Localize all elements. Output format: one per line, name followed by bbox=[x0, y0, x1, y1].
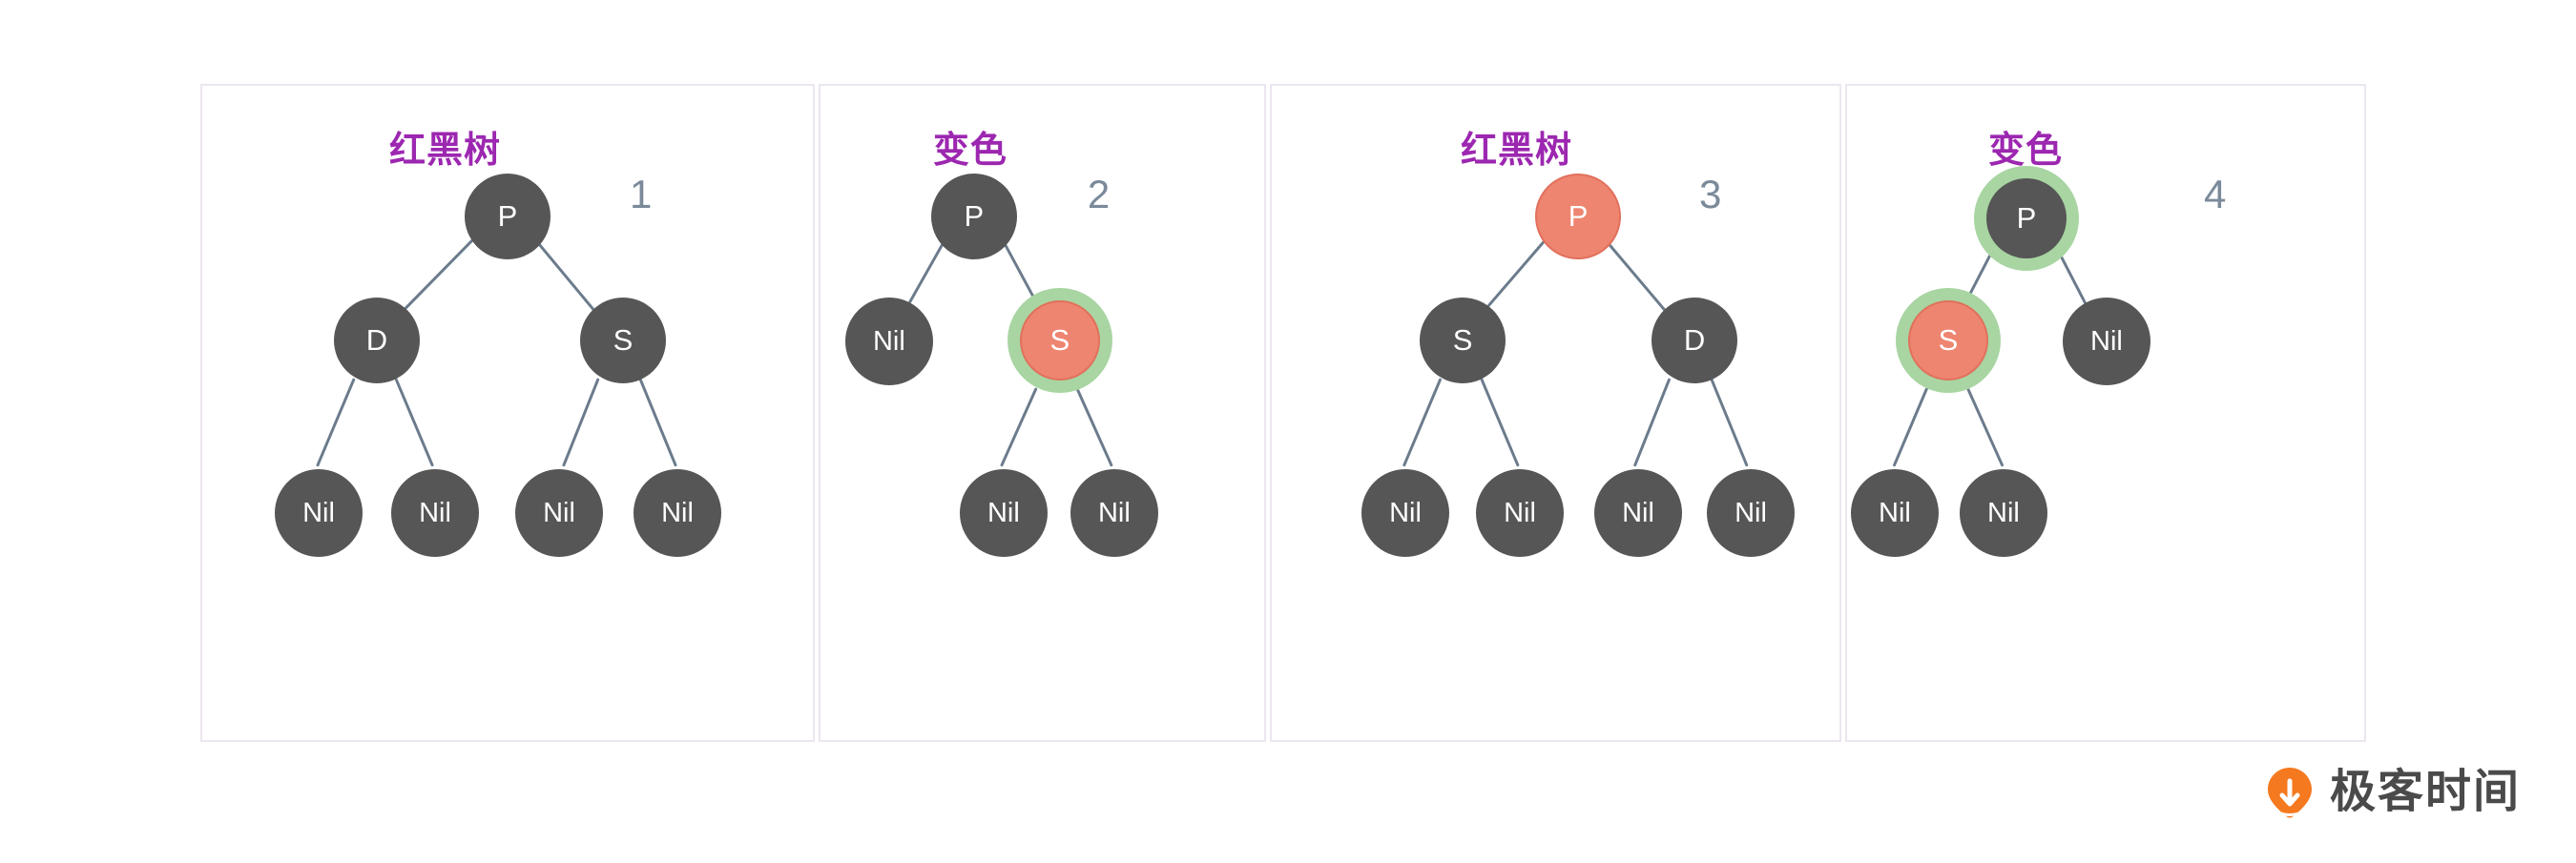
node-d: D bbox=[334, 298, 420, 383]
panel-3-tree: P S D Nil Nil Nil Nil bbox=[1272, 86, 1839, 740]
panel-4-number: 4 bbox=[2203, 172, 2227, 216]
node-p: P bbox=[1535, 174, 1622, 259]
node-s: S bbox=[1420, 298, 1506, 383]
node-p: P bbox=[930, 174, 1017, 259]
panel-2: 变色 2 P Nil S Nil Nil bbox=[818, 84, 1267, 742]
brand-logo: 极客时间 bbox=[2263, 763, 2521, 822]
panel-4-edges bbox=[1893, 234, 2106, 467]
node-p: P bbox=[465, 174, 551, 259]
panel-1-number: 1 bbox=[630, 172, 653, 216]
panel-2-tree: P Nil S Nil Nil bbox=[821, 86, 1264, 740]
panel-4-title: 变色 bbox=[1987, 131, 2063, 171]
panel-1-tree: P D S Nil Nil Nil Nil bbox=[202, 86, 813, 740]
logo-text: 极客时间 bbox=[2330, 767, 2522, 817]
node-nil: Nil bbox=[275, 469, 363, 557]
node-nil: Nil bbox=[2062, 298, 2150, 385]
panel-2-edges bbox=[886, 224, 1113, 467]
location-pin-icon bbox=[2268, 768, 2312, 818]
node-nil: Nil bbox=[1361, 469, 1450, 557]
node-nil: Nil bbox=[1850, 469, 1939, 557]
node-nil: Nil bbox=[634, 469, 721, 557]
panel-1: 红黑树 1 P D S Nil Nil Nil Nil bbox=[200, 84, 815, 742]
tree-panels-board: 红黑树 1 P D S Nil Nil Nil Nil 变 bbox=[200, 84, 2366, 742]
node-nil: Nil bbox=[391, 469, 479, 557]
node-nil: Nil bbox=[1707, 469, 1796, 557]
node-s: S bbox=[1907, 300, 1988, 380]
panel-2-number: 2 bbox=[1087, 172, 1111, 216]
node-nil: Nil bbox=[515, 469, 603, 557]
panel-1-title: 红黑树 bbox=[389, 131, 502, 171]
panel-4: 变色 4 P S Nil Nil Nil bbox=[1844, 84, 2366, 742]
node-s: S bbox=[1019, 300, 1100, 380]
node-nil: Nil bbox=[844, 298, 933, 385]
node-nil: Nil bbox=[1476, 469, 1565, 557]
node-nil: Nil bbox=[959, 469, 1048, 557]
node-nil: Nil bbox=[1959, 469, 2047, 557]
node-nil: Nil bbox=[1594, 469, 1683, 557]
node-p: P bbox=[1985, 178, 2067, 258]
panel-3-number: 3 bbox=[1699, 172, 1722, 216]
panel-2-title: 变色 bbox=[932, 131, 1008, 171]
panel-3: 红黑树 3 P S D Nil Nil Nil Nil bbox=[1270, 84, 1841, 742]
panel-4-tree: P S Nil Nil Nil bbox=[1847, 86, 2364, 740]
node-nil: Nil bbox=[1070, 469, 1158, 557]
panel-3-title: 红黑树 bbox=[1461, 131, 1573, 171]
node-s: S bbox=[580, 298, 666, 383]
node-d: D bbox=[1652, 298, 1738, 383]
